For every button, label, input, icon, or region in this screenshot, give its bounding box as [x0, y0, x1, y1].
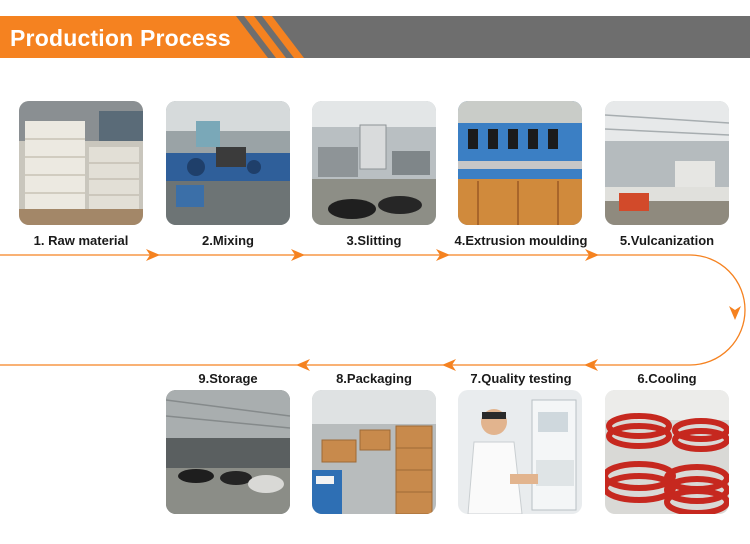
- flow-arrow-left-icon: [584, 359, 598, 371]
- header-stripe: [262, 16, 304, 58]
- step-label-raw-material: 1. Raw material: [33, 233, 129, 248]
- step-label-cooling: 6.Cooling: [637, 371, 697, 386]
- flow-arrow-down-icon: [729, 306, 741, 320]
- step-label-quality-testing: 7.Quality testing: [470, 371, 572, 386]
- header-stripe: [244, 16, 286, 58]
- mixing-machinery-photo: [166, 101, 290, 225]
- vulcanization-workshop-photo: [605, 101, 729, 225]
- flow-arrow-right-icon: [291, 249, 305, 261]
- warehouse-storage-photo: [166, 390, 290, 514]
- step-label-packaging: 8.Packaging: [336, 371, 412, 386]
- step-label-extrusion-moulding: 4.Extrusion moulding: [454, 233, 588, 248]
- red-hose-coils-photo: [605, 390, 729, 514]
- flow-arrow-right-icon: [436, 249, 450, 261]
- extrusion-line-photo: [458, 101, 582, 225]
- flow-path: [0, 254, 746, 366]
- flow-arrow-right-icon: [585, 249, 599, 261]
- header-orange-block: [0, 16, 268, 58]
- flow-arrow-left-icon: [296, 359, 310, 371]
- step-label-vulcanization: 5.Vulcanization: [619, 233, 715, 248]
- step-label-storage: 9.Storage: [198, 371, 258, 386]
- step-label-slitting: 3.Slitting: [346, 233, 402, 248]
- page-title: Production Process: [10, 25, 231, 51]
- cardboard-boxes-photo: [312, 390, 436, 514]
- header-banner: [0, 16, 750, 58]
- flow-arrow-right-icon: [146, 249, 160, 261]
- lab-technician-testing-photo: [458, 390, 582, 514]
- flow-arrow-left-icon: [442, 359, 456, 371]
- step-label-mixing: 2.Mixing: [201, 233, 254, 248]
- raw-material-sacks-photo: [19, 101, 143, 225]
- slitting-line-photo: [312, 101, 436, 225]
